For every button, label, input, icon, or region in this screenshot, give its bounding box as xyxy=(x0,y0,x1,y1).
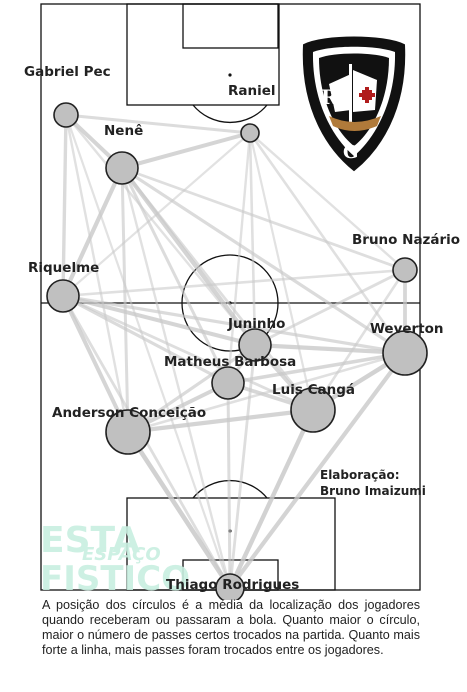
node-riquelme xyxy=(46,279,80,313)
label-juninho: Juninho xyxy=(227,316,285,332)
vasco-crest-icon: R G xyxy=(302,36,406,172)
link-thiago-rodrigues-gabriel-pec xyxy=(64,113,232,590)
label-matheus-barbosa: Matheus Barbosa xyxy=(164,354,296,370)
link-matheus-barbosa-riquelme xyxy=(61,294,230,385)
link-luis-canga-riquelme xyxy=(61,294,315,412)
link-thiago-rodrigues-anderson-conceicao xyxy=(125,429,233,591)
link-matheus-barbosa-raniel xyxy=(226,131,252,385)
svg-text:R: R xyxy=(321,85,338,109)
link-juninho-gabriel-pec xyxy=(64,113,257,347)
link-riquelme-bruno-nazario xyxy=(61,268,407,298)
label-luis-canga: Luis Cangá xyxy=(272,382,355,398)
link-juninho-raniel xyxy=(248,131,257,347)
link-anderson-conceicao-riquelme xyxy=(61,294,130,434)
link-nene-bruno-nazario xyxy=(120,166,407,272)
top-penalty-arc xyxy=(192,104,268,123)
watermark-line3: FISTICO xyxy=(40,559,190,599)
node-bruno-nazario xyxy=(392,257,418,283)
svg-text:G: G xyxy=(343,142,358,163)
node-gabriel-pec xyxy=(53,102,79,128)
watermark-line2: ESPAÇO xyxy=(82,544,161,565)
top-penalty-spot xyxy=(228,73,232,77)
link-thiago-rodrigues-nene xyxy=(120,166,232,590)
link-weverton-nene xyxy=(120,166,407,355)
link-anderson-conceicao-gabriel-pec xyxy=(64,113,130,434)
node-luis-canga xyxy=(290,387,336,433)
watermark: ESTA ESPAÇO FISTICO xyxy=(40,520,190,599)
credit-line2: Bruno Imaizumi xyxy=(320,484,426,498)
credit-line1: Elaboração: xyxy=(320,468,400,482)
label-thiago-rodrigues: Thiago Rodrigues xyxy=(166,577,299,593)
link-juninho-bruno-nazario xyxy=(253,268,407,347)
link-thiago-rodrigues-matheus-barbosa xyxy=(226,381,232,590)
node-weverton xyxy=(382,330,428,376)
label-bruno-nazario: Bruno Nazário xyxy=(352,232,460,248)
link-thiago-rodrigues-juninho xyxy=(228,343,257,590)
link-juninho-riquelme xyxy=(61,294,257,347)
link-weverton-matheus-barbosa xyxy=(226,351,407,385)
link-thiago-rodrigues-luis-canga xyxy=(227,407,316,591)
node-thiago-rodrigues xyxy=(215,573,245,600)
node-anderson-conceicao xyxy=(105,409,151,455)
label-gabriel-pec: Gabriel Pec xyxy=(24,64,111,80)
link-thiago-rodrigues-weverton xyxy=(227,350,408,591)
node-raniel xyxy=(240,123,260,143)
link-weverton-juninho xyxy=(252,342,408,356)
label-anderson-conceicao: Anderson Conceição xyxy=(52,405,206,421)
link-nene-raniel xyxy=(120,131,252,170)
link-riquelme-nene xyxy=(60,165,125,299)
label-riquelme: Riquelme xyxy=(28,260,99,276)
link-matheus-barbosa-nene xyxy=(120,166,230,385)
node-juninho xyxy=(238,328,272,362)
label-raniel: Raniel xyxy=(228,83,276,99)
caption: A posição dos círculos é a média da loca… xyxy=(42,598,420,657)
link-anderson-conceicao-luis-canga xyxy=(125,407,316,435)
link-riquelme-raniel xyxy=(61,131,252,298)
top-goal-area xyxy=(182,3,279,49)
link-riquelme-gabriel-pec xyxy=(61,113,68,298)
link-luis-canga-bruno-nazario xyxy=(311,268,407,412)
watermark-line1: ESTA xyxy=(40,520,140,561)
link-anderson-conceicao-nene xyxy=(120,166,130,434)
label-weverton: Weverton xyxy=(370,321,444,337)
pass-links xyxy=(60,113,408,591)
link-anderson-conceicao-juninho xyxy=(126,343,257,434)
link-gabriel-pec-raniel xyxy=(64,113,252,135)
link-bruno-nazario-raniel xyxy=(248,131,407,272)
node-nene xyxy=(105,151,139,185)
node-matheus-barbosa xyxy=(211,366,245,400)
link-anderson-conceicao-weverton xyxy=(126,351,407,434)
label-nene: Nenê xyxy=(104,123,143,139)
player-nodes xyxy=(46,102,428,600)
